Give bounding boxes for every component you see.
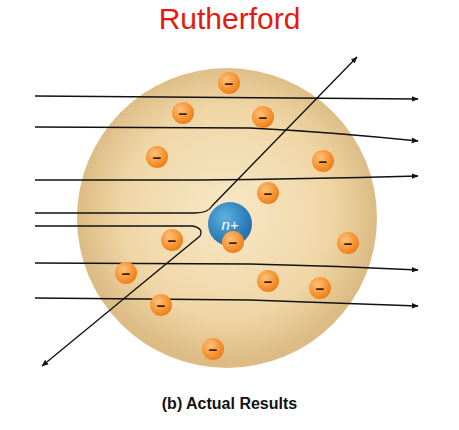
electron-charge: − (316, 281, 325, 296)
atom-sphere (77, 68, 377, 368)
electron-circle: − (115, 262, 137, 284)
diagram-caption: (b) Actual Results (0, 394, 459, 414)
electron-circle: − (337, 232, 359, 254)
electron-circle: − (222, 231, 244, 253)
electron-charge: − (344, 236, 353, 251)
diagram-title: Rutherford (0, 2, 459, 36)
electron-charge: − (122, 266, 131, 281)
electron-charge: − (264, 186, 273, 201)
electron-circle: − (161, 229, 183, 251)
electron-charge: − (225, 76, 234, 91)
electron-charge: − (209, 342, 218, 357)
electron-charge: − (153, 150, 162, 165)
electron-charge: − (229, 235, 238, 250)
electron-circle: − (309, 277, 331, 299)
electron-charge: − (157, 298, 166, 313)
alpha-path (35, 127, 418, 141)
electron-circle: − (252, 106, 274, 128)
alpha-path (35, 57, 357, 213)
electron-circle: − (312, 150, 334, 172)
electron-circle: − (202, 338, 224, 360)
alpha-path (35, 298, 418, 306)
electron-circle: − (257, 182, 279, 204)
electron-circle: − (172, 102, 194, 124)
nucleus-label: n+ (221, 217, 238, 232)
electron-charge: − (168, 233, 177, 248)
electron-charge: − (264, 274, 273, 289)
electron-charge: − (179, 106, 188, 121)
alpha-path (35, 96, 418, 99)
electron-circle: − (150, 294, 172, 316)
electron-charge: − (319, 154, 328, 169)
electron-circle: − (218, 72, 240, 94)
alpha-path (35, 263, 418, 270)
alpha-path (35, 176, 418, 180)
alpha-path (35, 226, 201, 366)
electron-circle: − (257, 270, 279, 292)
electron-charge: − (259, 110, 268, 125)
electron-circle: − (146, 146, 168, 168)
